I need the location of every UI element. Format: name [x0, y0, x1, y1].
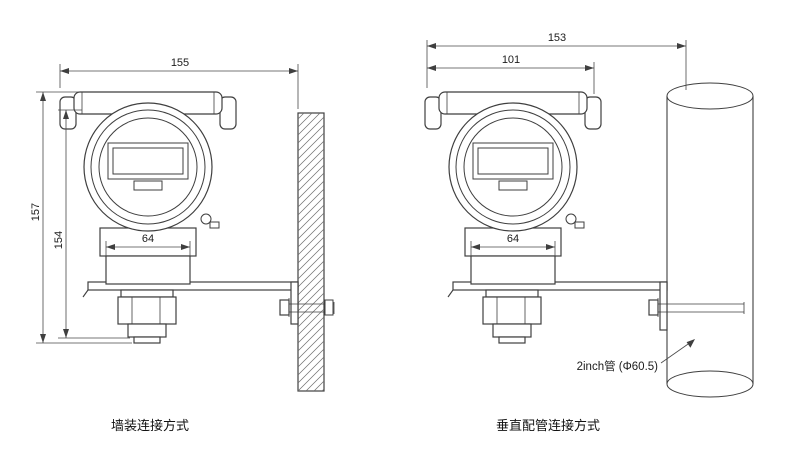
hatch-line: [297, 112, 305, 120]
dimension-153: 153: [426, 32, 687, 90]
pipe: [666, 82, 754, 398]
dim-label-64-right: 64: [507, 233, 519, 245]
dim-label-153: 153: [548, 32, 566, 44]
bolt-head: [279, 299, 290, 316]
dim-label-154: 154: [53, 231, 65, 249]
hatch-line: [297, 188, 325, 216]
hatch-line: [297, 132, 325, 160]
bracket-flange: [659, 281, 668, 331]
dimension-155: 155: [59, 57, 299, 109]
hatch-line: [297, 112, 313, 128]
hatch-line: [297, 244, 325, 272]
transmitter-wall: [59, 91, 237, 344]
hatch-line: [297, 204, 325, 232]
hatch-line: [313, 380, 325, 392]
wall-mount-view: 155 157 154 64 墙装连接: [30, 57, 335, 433]
dimension-64-left: 64: [105, 233, 191, 256]
hatch-line: [297, 156, 325, 184]
caption-wall-mount: 墙装连接方式: [111, 418, 189, 433]
hatch-line: [305, 372, 325, 392]
bracket-lip: [447, 289, 454, 298]
wall-section: [297, 112, 325, 392]
dimension-64-right: 64: [470, 233, 556, 256]
pipe-bottom-rim: [666, 370, 754, 398]
hatch-line: [297, 292, 325, 320]
hatch-line: [297, 308, 325, 336]
hatch-line: [297, 124, 325, 152]
hatch-line: [297, 340, 325, 368]
wall-hatch: [297, 112, 325, 392]
hatch-line: [297, 332, 325, 360]
caption-pipe-mount: 垂直配管连接方式: [496, 418, 600, 433]
hatch-line: [297, 148, 325, 176]
hatch-line: [297, 268, 325, 296]
bolt-head: [648, 299, 659, 316]
hatch-line: [297, 236, 325, 264]
hatch-line: [297, 164, 325, 192]
hatch-line: [297, 140, 325, 168]
hatch-line: [297, 228, 325, 256]
hatch-line: [297, 364, 325, 392]
bracket-flange: [290, 281, 299, 325]
hatch-line: [297, 252, 325, 280]
hatch-line: [297, 220, 325, 248]
bracket-lip: [82, 289, 89, 298]
hatch-line: [297, 324, 325, 352]
pipe-top-rim: [666, 82, 754, 110]
hatch-line: [321, 388, 325, 392]
transmitter-pipe: [424, 91, 602, 344]
hatch-line: [297, 112, 321, 136]
hatch-line: [297, 348, 325, 376]
pipe-mount-view: 153 101 64 2inch管 (Φ60.5) 垂直配管连接方式: [424, 32, 754, 433]
pipe-note-label: 2inch管 (Φ60.5): [577, 359, 659, 373]
hatch-line: [297, 356, 325, 384]
dimension-154: 154: [53, 109, 130, 339]
hatch-line: [297, 300, 325, 328]
hatch-line: [297, 276, 325, 304]
dimension-101: 101: [427, 54, 595, 94]
hatch-line: [297, 316, 325, 344]
hatch-line: [297, 196, 325, 224]
hatch-line: [297, 212, 325, 240]
dim-label-155: 155: [171, 57, 189, 69]
pipe-note: 2inch管 (Φ60.5): [577, 339, 695, 373]
hatch-line: [297, 172, 325, 200]
hatch-line: [297, 284, 325, 312]
bolt-nut: [324, 299, 334, 316]
dimension-157: 157: [30, 91, 132, 344]
dim-label-157: 157: [30, 203, 42, 221]
hatch-line: [297, 260, 325, 288]
pipe-body: [667, 96, 753, 384]
hatch-line: [297, 180, 325, 208]
dim-label-64-left: 64: [142, 233, 154, 245]
hatch-line: [297, 116, 325, 144]
dim-label-101: 101: [502, 54, 520, 66]
